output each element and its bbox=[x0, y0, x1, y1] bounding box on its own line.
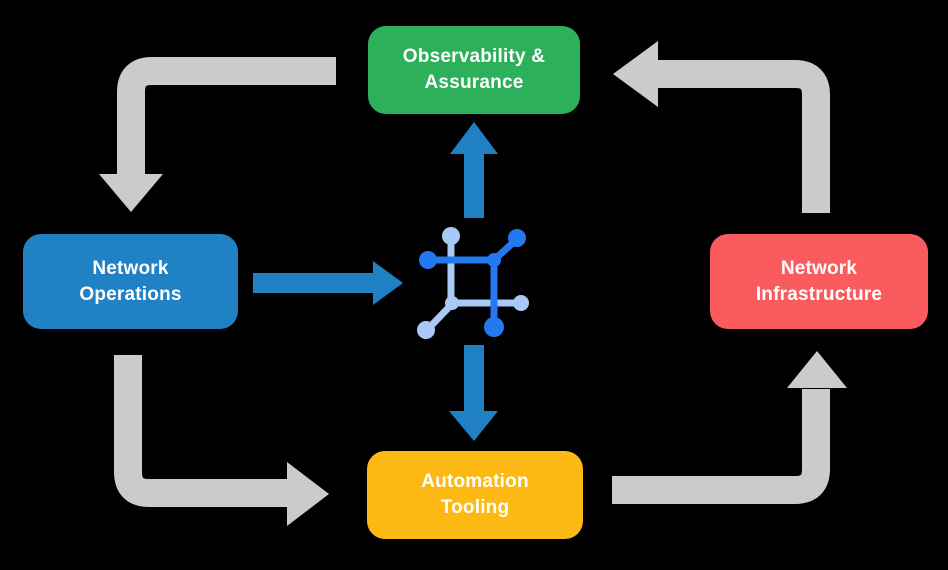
node-label-observability-assurance: Observability & Assurance bbox=[402, 46, 546, 93]
arrow-observability-to-operations bbox=[99, 57, 336, 212]
arrow-operations-to-center bbox=[253, 261, 403, 305]
arrow-infrastructure-to-observability bbox=[613, 41, 830, 213]
node-network-infrastructure: Network Infrastructure bbox=[710, 234, 928, 329]
arrow-automation-to-infrastructure bbox=[612, 351, 847, 504]
node-label-network-infrastructure: Network Infrastructure bbox=[755, 257, 883, 305]
node-label-network-operations: Network Operations bbox=[79, 257, 182, 305]
arrow-shaft bbox=[114, 355, 289, 507]
arrow-center-to-observability bbox=[450, 122, 498, 218]
node-automation-tooling: Automation Tooling bbox=[367, 451, 583, 539]
arrowhead-up-icon bbox=[787, 351, 847, 388]
arrowhead-left-icon bbox=[613, 41, 658, 107]
node-label-automation-tooling: Automation Tooling bbox=[421, 471, 529, 518]
arrowhead-right-icon bbox=[373, 261, 403, 305]
network-automation-icon bbox=[417, 227, 529, 339]
arrowhead-right-icon bbox=[287, 462, 329, 526]
node-observability-assurance: Observability & Assurance bbox=[368, 26, 580, 114]
node-network-operations: Network Operations bbox=[23, 234, 238, 329]
arrowhead-up-icon bbox=[450, 122, 498, 154]
arrowhead-down-icon bbox=[99, 174, 163, 212]
arrow-operations-to-automation bbox=[114, 355, 329, 526]
arrow-center-to-automation bbox=[449, 345, 498, 441]
arrowhead-down-icon bbox=[449, 411, 498, 441]
arrow-shaft bbox=[654, 60, 830, 213]
arrow-shaft bbox=[612, 389, 830, 504]
arrow-shaft bbox=[117, 57, 336, 176]
